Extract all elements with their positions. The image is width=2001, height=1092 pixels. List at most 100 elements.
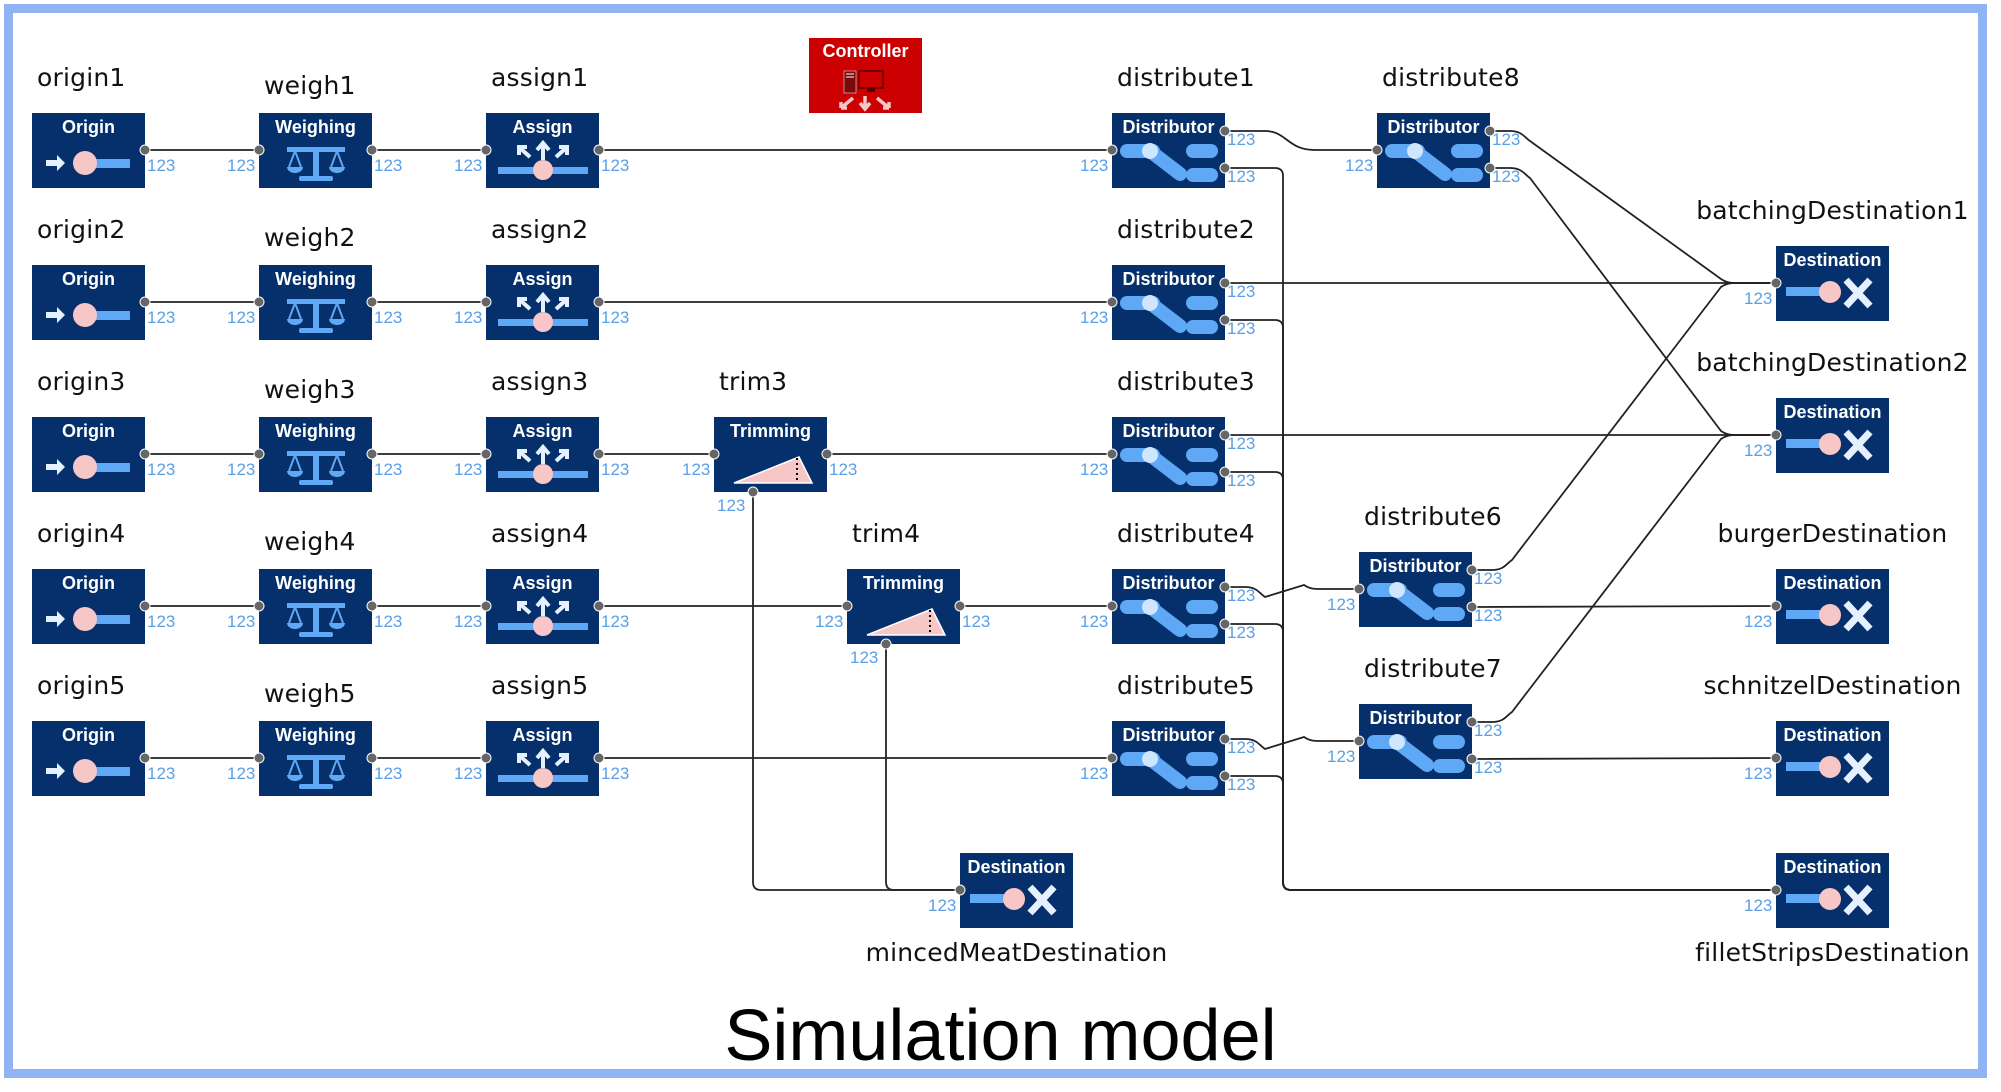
connector-distribute4-to-distribute6[interactable] [1225, 584, 1359, 598]
in-port-number: 123 [928, 896, 957, 915]
assign-block-assign1[interactable]: Assign [486, 113, 599, 188]
connector-distribute8-to-batchingDestination2[interactable] [1490, 167, 1776, 436]
connector-distribute5-to-distribute7[interactable] [1225, 736, 1359, 750]
out2-port-number: 123 [1227, 319, 1256, 338]
connector-distribute6-to-batchingDestination1[interactable] [1472, 282, 1776, 571]
weighing-block-weigh5[interactable]: Weighing [259, 721, 372, 796]
assign-icon [498, 291, 588, 332]
connector-distribute7-to-schnitzelDestination[interactable] [1471, 757, 1777, 760]
block-name-label: weigh5 [264, 679, 356, 708]
connector-trim3-to-mincedMeatDestination[interactable] [752, 492, 960, 891]
connector-distribute4-to-filletStripsDestination[interactable] [1225, 623, 1776, 891]
destination-block-batchingDestination2[interactable]: Destination [1776, 398, 1889, 473]
block-type-title: Distributor [1122, 421, 1215, 441]
out-port-number: 123 [601, 308, 630, 327]
distributor-icon [1385, 143, 1483, 182]
block-type-title: Distributor [1122, 725, 1215, 745]
distributor-block-distribute1[interactable]: Distributor [1112, 113, 1225, 188]
out-port-number: 123 [601, 460, 630, 479]
origin-block-origin4[interactable]: Origin [32, 569, 145, 644]
connector-distribute3-to-filletStripsDestination[interactable] [1225, 471, 1776, 891]
weighing-block-weigh1[interactable]: Weighing [259, 113, 372, 188]
controller-block[interactable]: Controller [809, 38, 922, 113]
connector-distribute6-to-burgerDestination[interactable] [1471, 605, 1777, 608]
assign-block-assign3[interactable]: Assign [486, 417, 599, 492]
destination-icon [1786, 752, 1873, 784]
trimming-block-trim4[interactable]: Trimming [847, 569, 960, 644]
out2-port-number: 123 [1227, 167, 1256, 186]
trimming-block-trim3[interactable]: Trimming [714, 417, 827, 492]
assign-block-assign5[interactable]: Assign [486, 721, 599, 796]
weighing-block-weigh3[interactable]: Weighing [259, 417, 372, 492]
out-port-number: 123 [374, 764, 403, 783]
origin-block-origin1[interactable]: Origin [32, 113, 145, 188]
origin-icon [46, 607, 130, 631]
assign-block-assign4[interactable]: Assign [486, 569, 599, 644]
connector-distribute7-to-batchingDestination2[interactable] [1472, 434, 1776, 723]
block-type-title: Distributor [1122, 269, 1215, 289]
weighing-block-weigh4[interactable]: Weighing [259, 569, 372, 644]
block-name-label: distribute8 [1382, 63, 1520, 92]
scale-icon [287, 451, 345, 485]
destination-block-filletStripsDestination[interactable]: Destination [1776, 853, 1889, 928]
connector-distribute5-to-filletStripsDestination[interactable] [1225, 775, 1776, 891]
out-port-number: 123 [374, 156, 403, 175]
trimming-icon [866, 608, 947, 636]
in-port-number: 123 [1080, 460, 1109, 479]
block-name-label: assign1 [491, 63, 589, 92]
out-port-number: 123 [147, 156, 176, 175]
scale-icon [287, 603, 345, 637]
distributor-block-distribute4[interactable]: Distributor [1112, 569, 1225, 644]
block-type-title: Assign [512, 573, 573, 593]
connector-distribute1-to-filletStripsDestination[interactable] [1225, 167, 1776, 891]
in-port-number: 123 [1327, 595, 1356, 614]
out1-port-number: 123 [1227, 586, 1256, 605]
distributor-block-distribute5[interactable]: Distributor [1112, 721, 1225, 796]
trimming-icon [733, 456, 814, 484]
destination-block-batchingDestination1[interactable]: Destination [1776, 246, 1889, 321]
block-name-label: burgerDestination [1717, 519, 1948, 548]
destination-block-schnitzelDestination[interactable]: Destination [1776, 721, 1889, 796]
destination-icon [1786, 600, 1873, 632]
origin-block-origin5[interactable]: Origin [32, 721, 145, 796]
connector-distribute8-to-batchingDestination1[interactable] [1490, 130, 1776, 284]
block-type-title: Origin [62, 725, 115, 745]
bottom-port-number: 123 [850, 648, 879, 667]
connector-distribute1-to-distribute8[interactable] [1225, 130, 1377, 151]
block-name-label: mincedMeatDestination [865, 938, 1168, 967]
block-type-title: Origin [62, 117, 115, 137]
distributor-block-distribute8[interactable]: Distributor [1377, 113, 1490, 188]
block-name-label: distribute6 [1364, 502, 1502, 531]
connector-trim4-to-mincedMeatDestination[interactable] [885, 644, 960, 891]
distributor-block-distribute7[interactable]: Distributor [1359, 704, 1472, 779]
destination-block-mincedMeatDestination[interactable]: Destination [960, 853, 1073, 928]
block-type-title: Destination [1783, 402, 1882, 422]
out-port-number: 123 [374, 460, 403, 479]
out-port-number: 123 [147, 308, 176, 327]
block-type-title: Assign [512, 725, 573, 745]
block-name-label: batchingDestination2 [1696, 348, 1969, 377]
distributor-block-distribute6[interactable]: Distributor [1359, 552, 1472, 627]
origin-block-origin3[interactable]: Origin [32, 417, 145, 492]
assign-icon [498, 747, 588, 788]
distributor-block-distribute3[interactable]: Distributor [1112, 417, 1225, 492]
block-type-title: Weighing [275, 269, 356, 289]
block-type-title: Trimming [729, 421, 811, 441]
in-port-number: 123 [454, 764, 483, 783]
out2-port-number: 123 [1227, 775, 1256, 794]
destination-block-burgerDestination[interactable]: Destination [1776, 569, 1889, 644]
in-port-number: 123 [1744, 441, 1773, 460]
origin-block-origin2[interactable]: Origin [32, 265, 145, 340]
connector-distribute2-to-filletStripsDestination[interactable] [1225, 319, 1776, 891]
block-type-title: Destination [1783, 725, 1882, 745]
block-type-title: Destination [1783, 573, 1882, 593]
in-port-number: 123 [682, 460, 711, 479]
out-port-number: 123 [374, 612, 403, 631]
in-port-number: 123 [454, 308, 483, 327]
distributor-icon [1367, 582, 1465, 621]
distributor-block-distribute2[interactable]: Distributor [1112, 265, 1225, 340]
assign-block-assign2[interactable]: Assign [486, 265, 599, 340]
destination-icon [1786, 277, 1873, 309]
in-port-number: 123 [1327, 747, 1356, 766]
weighing-block-weigh2[interactable]: Weighing [259, 265, 372, 340]
